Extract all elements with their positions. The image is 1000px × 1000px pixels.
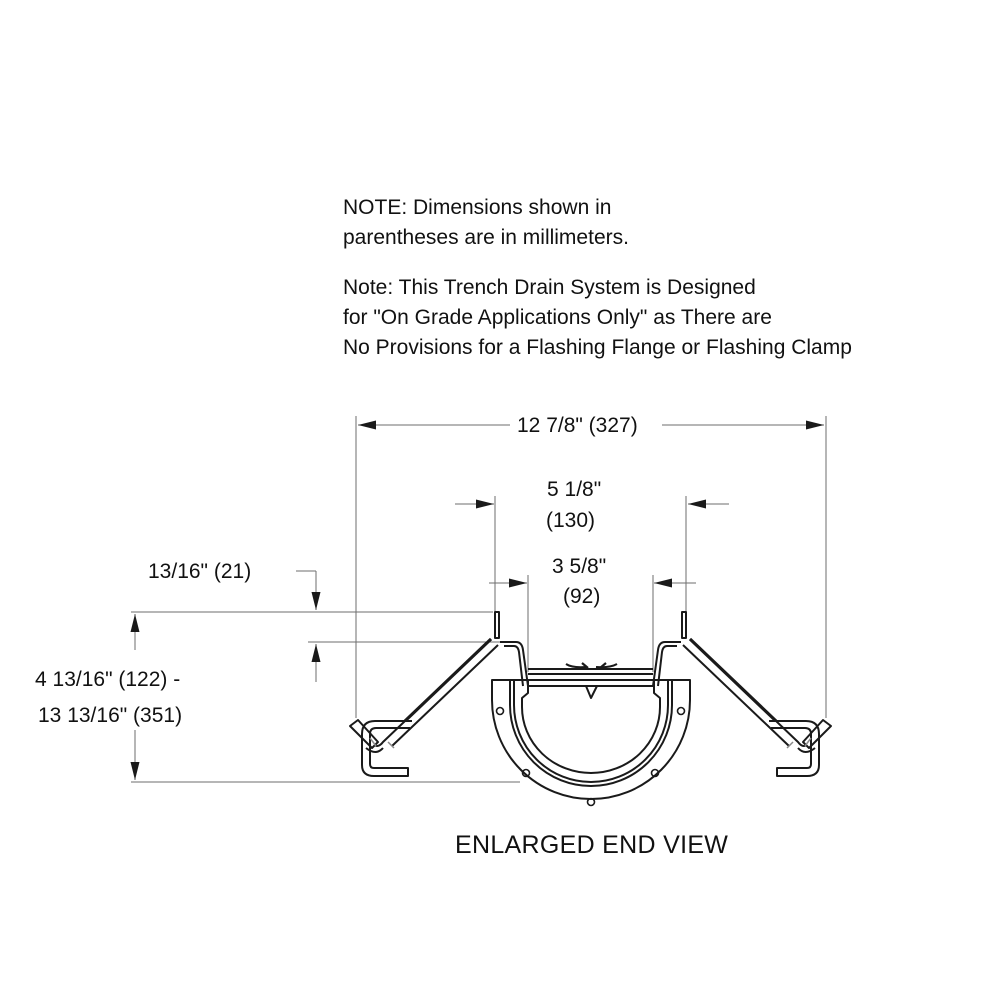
application-note-line-2: for "On Grade Applications Only" as Ther… [343,306,772,329]
depth-range-label-2: 13 13/16" (351) [38,704,182,727]
application-note-line-3: No Provisions for a Flashing Flange or F… [343,336,852,359]
bolt-holes [495,706,686,807]
overall-width-label: 12 7/8" (327) [517,414,638,437]
units-note: NOTE: Dimensions shown in parentheses ar… [343,193,629,253]
flange-height-label: 13/16" (21) [148,560,251,583]
application-note-line-1: Note: This Trench Drain System is Design… [343,276,756,299]
outer-opening-inch-label: 5 1/8" [547,478,601,501]
view-caption: ENLARGED END VIEW [455,831,729,859]
units-note-line-1: NOTE: Dimensions shown in [343,196,612,219]
inner-opening-mm-label: (92) [563,585,600,608]
application-note: Note: This Trench Drain System is Design… [343,273,852,363]
break-marks [369,737,812,749]
inner-opening-inch-label: 3 5/8" [552,555,606,578]
dimension-lines [130,416,827,783]
depth-range-label-1: 4 13/16" (122) - [35,668,180,691]
outer-opening-mm-label: (130) [546,509,595,532]
units-note-line-2: parentheses are in millimeters. [343,226,629,249]
trench-drain-body [349,611,832,807]
